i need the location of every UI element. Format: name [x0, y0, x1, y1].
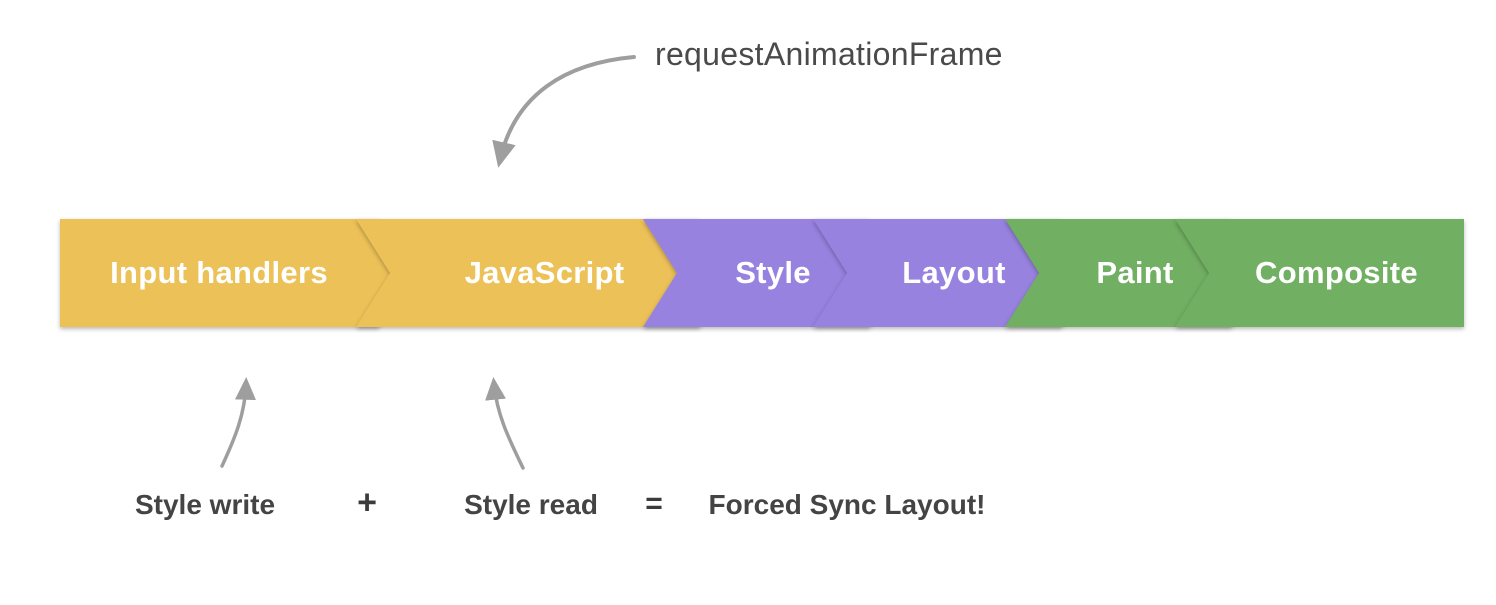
style-read-label: Style read — [464, 489, 598, 520]
style-write-label: Style write — [134, 489, 276, 520]
raf-arrow — [492, 55, 636, 168]
raf-label: requestAnimationFrame — [655, 36, 1003, 73]
pipeline-segment-composite: Composite — [1175, 219, 1464, 327]
pipeline-segment-style: Style — [643, 219, 835, 327]
style-write-arrow — [220, 377, 256, 468]
pipeline-segment-input-handlers: Input handlers — [60, 219, 378, 327]
equals-sign: = — [645, 487, 663, 520]
pipeline-segment-paint: Paint — [1005, 219, 1197, 327]
plus-sign: + — [357, 483, 377, 522]
pipeline-segment-label: Composite — [1175, 219, 1464, 327]
forced-sync-layout-label: Forced Sync Layout! — [708, 489, 986, 520]
pipeline-segment-javascript: JavaScript — [356, 219, 665, 327]
pipeline-segment-label: Input handlers — [60, 219, 411, 327]
pipeline-segment-layout: Layout — [813, 219, 1027, 327]
style-read-arrow — [485, 377, 525, 470]
